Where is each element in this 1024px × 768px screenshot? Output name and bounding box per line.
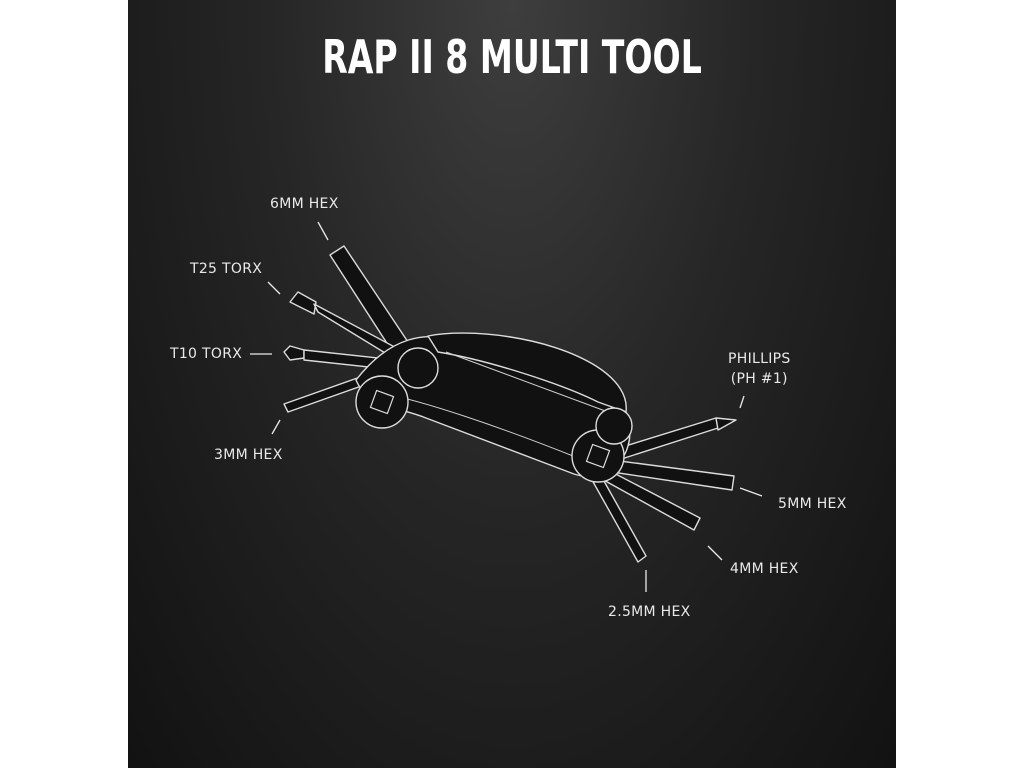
- upper-pivot-bolt: [397, 347, 439, 389]
- label-6mm-hex: 6MM HEX: [270, 196, 339, 212]
- leader-4mm-hex: [707, 545, 723, 561]
- left-pivot-bolt: [355, 375, 409, 429]
- leader-t25-torx: [267, 281, 281, 295]
- page-title: RAP II 8 MULTI TOOL: [322, 30, 702, 84]
- leader-3mm-hex: [271, 419, 281, 435]
- label-t25-torx: T25 TORX: [190, 261, 263, 277]
- leader-phillips: [739, 395, 745, 409]
- leader-5mm-hex: [739, 487, 763, 497]
- product-panel: RAP II 8 MULTI TOOL 6MM HEX T25 TORX T10…: [128, 0, 896, 768]
- label-5mm-hex: 5MM HEX: [778, 496, 847, 512]
- label-2-5mm-hex: 2.5MM HEX: [608, 604, 691, 620]
- label-phillips: PHILLIPS (PH #1): [728, 351, 791, 387]
- multi-tool-diagram: [250, 221, 763, 592]
- lower-pivot-bolt: [595, 407, 633, 445]
- label-3mm-hex: 3MM HEX: [214, 447, 283, 463]
- leader-6mm-hex: [317, 221, 329, 241]
- label-t10-torx: T10 TORX: [170, 346, 243, 362]
- label-4mm-hex: 4MM HEX: [730, 561, 799, 577]
